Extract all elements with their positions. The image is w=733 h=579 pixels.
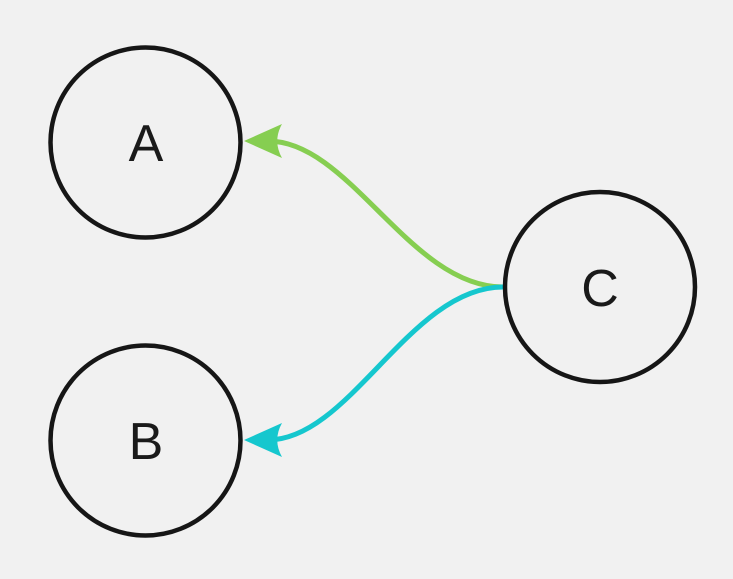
edge-c-to-b-line	[265, 284, 506, 443]
node-a-circle	[48, 45, 243, 240]
edge-c-to-a-line	[265, 138, 506, 290]
edge-c-to-b	[244, 284, 506, 457]
node-c-circle	[502, 189, 698, 385]
node-a-label: A	[129, 115, 164, 173]
node-a: A	[48, 45, 243, 240]
node-b-label: B	[129, 413, 164, 471]
node-b-circle	[48, 343, 243, 538]
node-b: B	[48, 343, 243, 538]
arrowhead-to-b-icon	[244, 423, 282, 457]
node-c: C	[502, 189, 698, 385]
node-c-label: C	[581, 260, 619, 318]
edge-c-to-a	[244, 124, 506, 290]
arrowhead-to-a-icon	[244, 124, 282, 158]
